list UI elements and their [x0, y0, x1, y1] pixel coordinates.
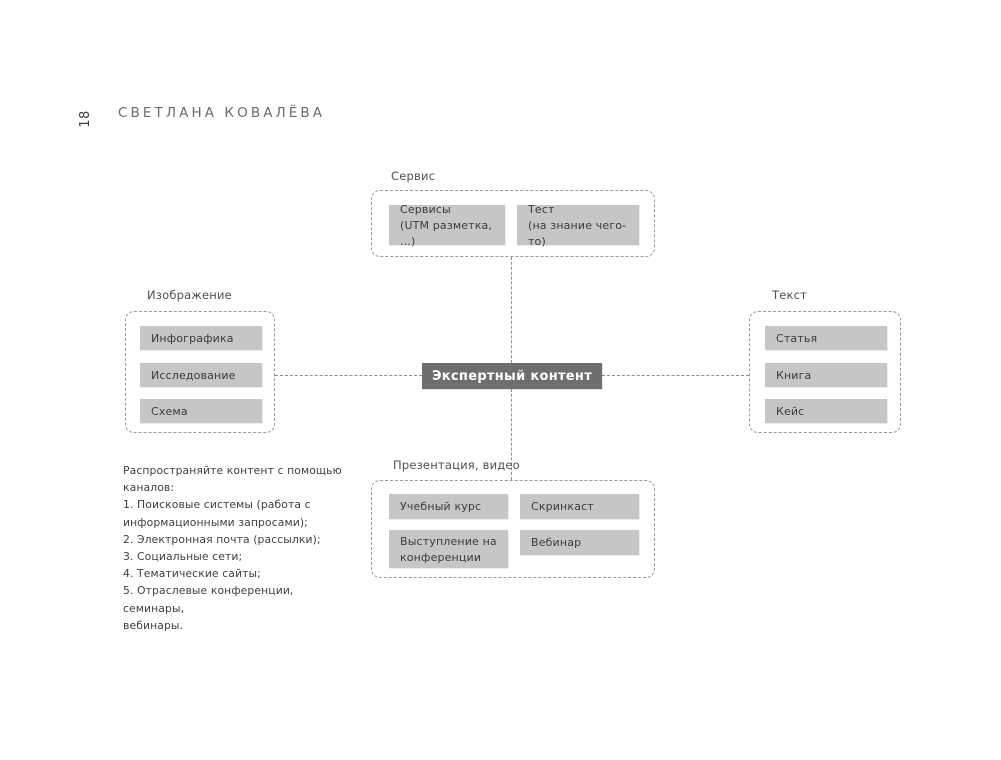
- chip-service-test[interactable]: Тест (на знание чего-то): [517, 202, 639, 248]
- channels-lead: Распространяйте контент с помощью канало…: [123, 464, 342, 495]
- chip-line-1: Вебинар: [531, 536, 582, 549]
- chip-image-research[interactable]: Исследование: [140, 363, 262, 387]
- chip-image-infographic[interactable]: Инфографика: [140, 326, 262, 350]
- group-label-service: Сервис: [391, 169, 436, 183]
- group-label-text: Текст: [772, 288, 808, 302]
- chip-line-1: Учебный курс: [400, 500, 482, 513]
- connector-center-to-presentation: [511, 389, 512, 480]
- chip-line-1: Схема: [151, 404, 188, 418]
- group-presentation: Учебный курс Скринкаст Выступление на ко…: [371, 480, 655, 578]
- chip-presentation-course[interactable]: Учебный курс: [389, 494, 508, 519]
- group-label-presentation: Презентация, видео: [393, 458, 520, 472]
- page-number: 18: [77, 110, 93, 128]
- chip-text-article[interactable]: Статья: [765, 326, 887, 350]
- chip-text-case[interactable]: Кейс: [765, 399, 887, 423]
- chip-line-1: Статья: [776, 331, 818, 345]
- group-service: Сервисы (UTM разметка, ...) Тест (на зна…: [371, 190, 655, 257]
- channels-line: 2. Электронная почта (рассылки);: [123, 532, 321, 546]
- chip-line-2: (UTM разметка, ...): [400, 218, 493, 248]
- connector-service-to-center: [511, 257, 512, 363]
- chip-line-1: Кейс: [776, 404, 805, 418]
- chip-line-1: Сервисы: [400, 202, 451, 216]
- chip-presentation-conference-talk[interactable]: Выступление на конференции: [389, 530, 508, 568]
- group-text: Статья Книга Кейс: [749, 311, 901, 433]
- connector-center-to-text: [602, 375, 749, 376]
- chip-line-2: конференции: [400, 550, 482, 564]
- chip-line-1: Выступление на: [400, 534, 497, 548]
- chip-line-1: Книга: [776, 368, 812, 382]
- chip-text-book[interactable]: Книга: [765, 363, 887, 387]
- channels-line: 1. Поисковые системы (работа с: [123, 498, 311, 512]
- group-image: Инфографика Исследование Схема: [125, 311, 275, 433]
- chip-line-1: Инфографика: [151, 331, 234, 345]
- chip-presentation-webinar[interactable]: Вебинар: [520, 530, 639, 555]
- channels-line: 4. Тематические сайты;: [123, 567, 261, 581]
- chip-line-2: (на знание чего-то): [528, 218, 627, 248]
- channels-line: 3. Социальные сети;: [123, 550, 243, 564]
- chip-presentation-screencast[interactable]: Скринкаст: [520, 494, 639, 519]
- channels-line: 5. Отраслевые конференции, семинары,: [123, 584, 294, 615]
- chip-line-1: Скринкаст: [531, 500, 594, 513]
- center-node-expert-content[interactable]: Экспертный контент: [422, 363, 602, 389]
- chip-image-scheme[interactable]: Схема: [140, 399, 262, 423]
- chip-service-services[interactable]: Сервисы (UTM разметка, ...): [389, 202, 505, 248]
- channels-line: вебинары.: [123, 618, 184, 632]
- chip-line-1: Исследование: [151, 368, 236, 382]
- connector-image-to-center: [275, 375, 422, 376]
- channels-text-block: Распространяйте контент с помощью канало…: [123, 462, 348, 634]
- author-name: СВЕТЛАНА КОВАЛЁВА: [118, 105, 326, 121]
- channels-line: информационными запросами);: [123, 515, 308, 529]
- chip-line-1: Тест: [528, 202, 555, 216]
- group-label-image: Изображение: [147, 288, 232, 302]
